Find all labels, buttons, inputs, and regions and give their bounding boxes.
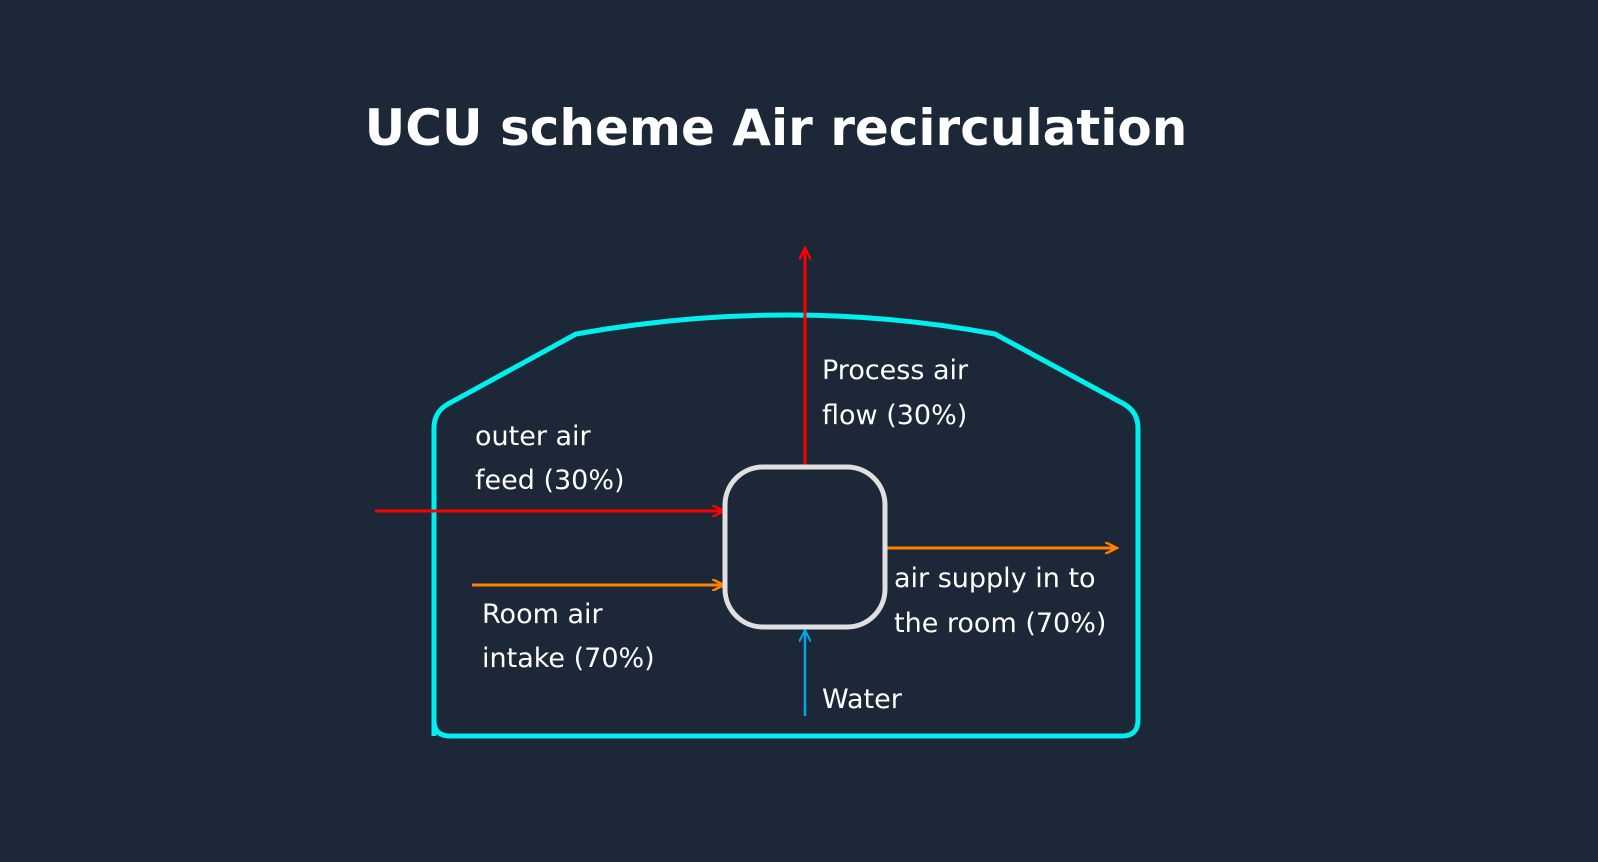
process-air-flow-label-line2: flow (30%) [822, 400, 967, 431]
outer-air-feed-label-line2: feed (30%) [475, 465, 625, 496]
diagram-title: UCU scheme Air recirculation [365, 99, 1188, 157]
room-enclosure-outline [431, 312, 1141, 739]
ucu-unit-box [722, 464, 888, 630]
water-label: Water [822, 684, 903, 715]
air-supply-label-line2: the room (70%) [894, 608, 1106, 639]
air-supply-label-line1: air supply in to [894, 563, 1096, 594]
outer-air-feed-label-line1: outer air [475, 421, 592, 452]
room-air-intake-label-line1: Room air [482, 599, 604, 630]
room-air-intake-label-line2: intake (70%) [482, 643, 655, 674]
process-air-flow-label-line1: Process air [822, 355, 969, 386]
